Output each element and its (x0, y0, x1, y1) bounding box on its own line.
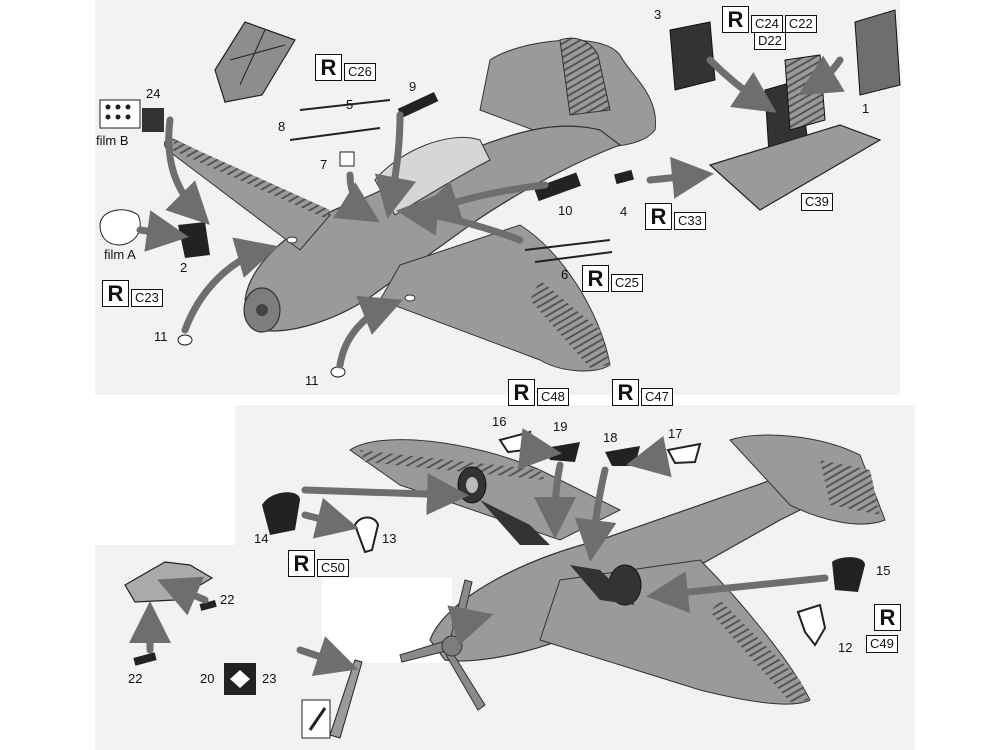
top-tail-fin (559, 37, 611, 116)
top-arrows (136, 55, 845, 369)
callout-9: 9 (409, 79, 417, 94)
top-wing-right-stripes (530, 280, 610, 368)
r-mark: R (315, 54, 342, 81)
r-mark: R (722, 6, 749, 33)
ref-c26: C26 (344, 62, 376, 81)
bottom-arrows (129, 428, 829, 677)
callout-23: 23 (262, 671, 277, 686)
antenna-mast (329, 659, 363, 739)
r-mark: R (102, 280, 129, 307)
callout-1: 1 (862, 101, 870, 116)
callout-18: 18 (603, 430, 618, 445)
callout-6: 6 (561, 267, 569, 282)
r-mark: R (582, 265, 609, 292)
callout-15: 15 (876, 563, 891, 578)
film-b-part (99, 99, 141, 129)
ref-c39: C39 (801, 193, 833, 212)
part-14 (262, 492, 300, 535)
callout-17: 17 (668, 426, 683, 441)
ref-c26-group: R C26 (315, 54, 376, 81)
part-seat-back-1 (854, 9, 901, 96)
callout-24: 24 (146, 86, 161, 101)
part-7 (339, 151, 355, 167)
ref-c49: C49 (866, 635, 898, 654)
callout-4: 4 (620, 204, 628, 219)
callout-11a: 11 (154, 329, 168, 344)
callout-11b: 11 (305, 373, 319, 388)
top-wing-right (379, 224, 611, 372)
part-9 (397, 92, 439, 118)
r-mark: R (645, 203, 672, 230)
ref-c48: C48 (537, 387, 569, 406)
ref-c23-group: R C23 (102, 280, 163, 307)
ref-c47-group: R C47 (612, 379, 673, 406)
r-mark-c49: R (874, 604, 901, 631)
ref-c33-group: R C33 (645, 203, 706, 230)
part-11b (330, 366, 346, 378)
callout-12: 12 (838, 640, 853, 655)
callout-20: 20 (200, 671, 215, 686)
film-a-label: film A (104, 247, 136, 262)
part-floor-c39 (708, 124, 882, 211)
callout-3: 3 (654, 7, 662, 22)
r-mark: R (508, 379, 535, 406)
part-17 (666, 442, 702, 465)
callout-7: 7 (320, 157, 328, 172)
callout-8: 8 (278, 119, 286, 134)
ref-c25: C25 (611, 273, 643, 292)
callout-5: 5 (346, 97, 354, 112)
callout-10: 10 (558, 203, 573, 218)
part-frame-c26 (214, 21, 296, 103)
ref-c50-group: R C50 (288, 550, 349, 577)
callout-14: 14 (254, 531, 269, 546)
callout-19: 19 (553, 419, 568, 434)
callout-2: 2 (180, 260, 188, 275)
part-10 (533, 172, 582, 202)
ref-c47: C47 (641, 387, 673, 406)
part-seat-3 (669, 21, 716, 91)
callout-22b: 22 (128, 671, 143, 686)
r-mark: R (288, 550, 315, 577)
ref-c33: C33 (674, 211, 706, 230)
top-wing-left-stripes (172, 140, 330, 218)
ref-c23: C23 (131, 288, 163, 307)
part-11a (177, 334, 193, 346)
ref-c48-group: R C48 (508, 379, 569, 406)
ref-d22: D22 (754, 32, 786, 51)
callout-22a: 22 (220, 592, 235, 607)
part-15 (832, 557, 865, 592)
callout-13: 13 (382, 531, 397, 546)
film-b-label: film B (96, 133, 129, 148)
top-parts (99, 9, 901, 378)
ref-c50: C50 (317, 558, 349, 577)
ref-c22: C22 (784, 14, 817, 33)
ref-c24-c22: R C24 C22 (722, 6, 817, 33)
callout-16: 16 (492, 414, 507, 429)
film-a-part (99, 209, 141, 246)
bottom-aircraft (349, 434, 886, 711)
ref-c25-group: R C25 (582, 265, 643, 292)
part-12 (796, 603, 827, 647)
ref-c24: C24 (751, 14, 783, 33)
r-mark: R (612, 379, 639, 406)
